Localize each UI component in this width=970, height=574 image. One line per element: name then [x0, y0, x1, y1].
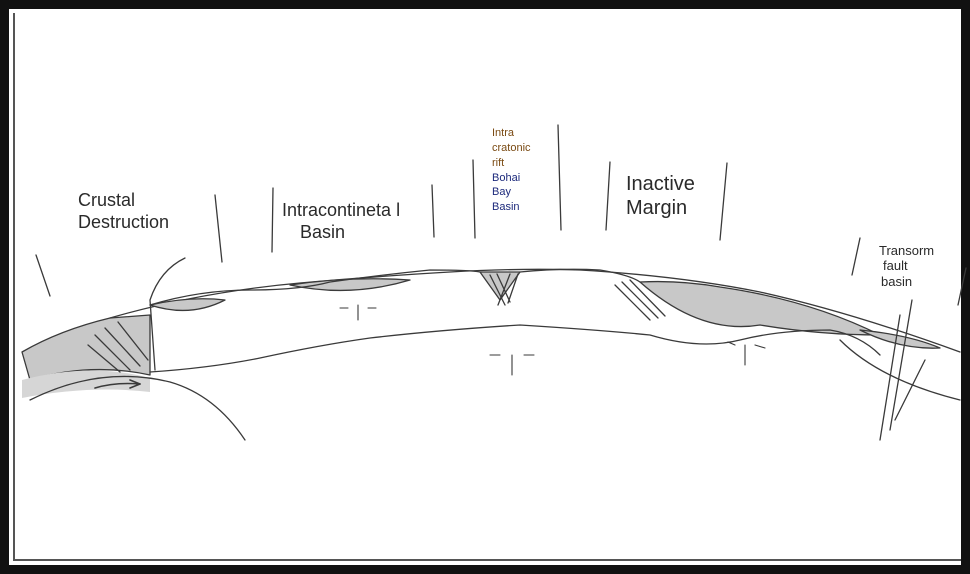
label-line: Crustal [78, 190, 169, 212]
label-inactive-margin: Inactive Margin [626, 172, 695, 220]
label-line: Intra [492, 126, 531, 141]
label-transform-fault-basin: Transorm fault basin [879, 243, 934, 289]
transform-fault-lines [880, 300, 925, 440]
label-bar [958, 268, 966, 305]
label-line: Intracontineta l [282, 200, 400, 222]
label-intracontinental-basin: Intracontineta l Basin [282, 200, 400, 243]
label-bar [215, 195, 222, 262]
label-line: Bohai [492, 171, 531, 186]
label-crustal-destruction: Crustal Destruction [78, 190, 169, 233]
label-bar [558, 125, 561, 230]
label-bar [272, 188, 273, 252]
label-bar [36, 255, 50, 296]
upwelling-arrow-3 [728, 342, 765, 365]
sediment-left-basin [150, 299, 225, 311]
label-line: Transorm [879, 243, 934, 258]
label-bar [852, 238, 860, 275]
label-line: Destruction [78, 212, 169, 234]
label-bar [473, 160, 475, 238]
label-line: cratonic [492, 141, 531, 156]
label-bar [432, 185, 434, 237]
upwelling-arrow-1 [340, 305, 376, 320]
label-bar [720, 163, 727, 240]
label-line: Basin [300, 222, 400, 244]
label-line: Inactive [626, 172, 695, 196]
label-line: Basin [492, 200, 531, 215]
sediment-intracontinental [290, 279, 410, 291]
label-line: Bay [492, 185, 531, 200]
label-bar [606, 162, 610, 230]
label-line: rift [492, 156, 531, 171]
sediment-transform [860, 330, 940, 348]
subduction-wedge [22, 315, 150, 380]
label-line: Margin [626, 196, 695, 220]
sediment-margin [640, 282, 880, 335]
volcano-conduit [150, 258, 185, 370]
label-line: basin [881, 274, 934, 289]
upwelling-arrow-2 [490, 355, 534, 375]
crust-top-surface [110, 269, 960, 352]
label-intracratonic-rift: Intra cratonic rift Bohai Bay Basin [492, 126, 531, 215]
label-line: fault [883, 258, 934, 273]
lithosphere-base [150, 325, 880, 372]
